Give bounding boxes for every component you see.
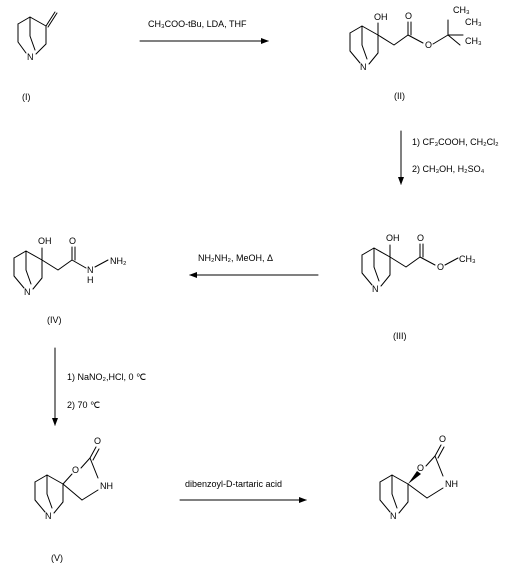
compound-i-label: (I) bbox=[22, 92, 31, 102]
step-2-reagents-a: 1) CF₃COOH, CH₂Cl₂ bbox=[412, 137, 499, 147]
atom-n: N bbox=[24, 287, 31, 297]
step-5-reagents: dibenzoyl-D-tartaric acid bbox=[185, 479, 282, 489]
atom-ch3-c: CH₃ bbox=[465, 36, 482, 46]
compound-v-label: (V) bbox=[51, 553, 63, 563]
atom-n: N bbox=[372, 284, 379, 294]
step-1-reagents: CH₃COO-tBu, LDA, THF bbox=[148, 19, 247, 29]
atom-ch3: CH₃ bbox=[459, 254, 476, 264]
atom-nh-h: H bbox=[87, 275, 94, 285]
compound-iv-label: (IV) bbox=[47, 315, 62, 325]
atom-o-ester: O bbox=[425, 40, 432, 50]
atom-n: N bbox=[45, 511, 52, 521]
step-3-reagents: NH₂NH₂, MeOH, Δ bbox=[198, 253, 273, 263]
atom-oh: OH bbox=[386, 233, 400, 243]
atom-o-carbonyl: O bbox=[405, 11, 412, 21]
compound-iv-structure: OH O N H NH₂ N bbox=[13, 236, 127, 297]
atom-ch3-b: CH₃ bbox=[465, 17, 482, 27]
atom-o-ring: O bbox=[72, 465, 79, 475]
atom-nh2: NH₂ bbox=[110, 256, 127, 266]
compound-v-structure: O O NH N bbox=[34, 436, 113, 521]
atom-o-carbonyl: O bbox=[439, 434, 446, 444]
step-2-reagents-b: 2) CH₃OH, H₂SO₄ bbox=[412, 164, 485, 174]
atom-oh: OH bbox=[38, 236, 52, 246]
atom-oh: OH bbox=[374, 12, 388, 22]
atom-ch3-a: CH₃ bbox=[453, 5, 470, 15]
atom-o-ester: O bbox=[437, 262, 444, 272]
compound-iii-label: (III) bbox=[393, 331, 407, 341]
atom-o-carbonyl: O bbox=[94, 436, 101, 446]
atom-o-carbonyl: O bbox=[417, 233, 424, 243]
atom-nh: NH bbox=[445, 479, 458, 489]
atom-nh-n: N bbox=[87, 265, 94, 275]
compound-i-structure: N bbox=[17, 11, 58, 62]
step-4-reagents-a: 1) NaNO₂,HCl, 0 ℃ bbox=[67, 372, 146, 382]
compound-ii-label: (II) bbox=[394, 91, 405, 101]
product-structure: O O NH N bbox=[379, 434, 458, 521]
atom-o-ring: O bbox=[417, 463, 424, 473]
wedge-bond bbox=[408, 471, 421, 484]
atom-nh: NH bbox=[100, 481, 113, 491]
atom-n: N bbox=[360, 62, 367, 72]
compound-ii-structure: OH O O CH₃ CH₃ CH₃ N bbox=[349, 5, 482, 72]
atom-n: N bbox=[27, 52, 34, 62]
compound-iii-structure: OH O O CH₃ N bbox=[361, 233, 476, 294]
atom-o-carbonyl: O bbox=[69, 236, 76, 246]
step-4-reagents-b: 2) 70 ℃ bbox=[67, 400, 100, 410]
atom-n: N bbox=[390, 511, 397, 521]
